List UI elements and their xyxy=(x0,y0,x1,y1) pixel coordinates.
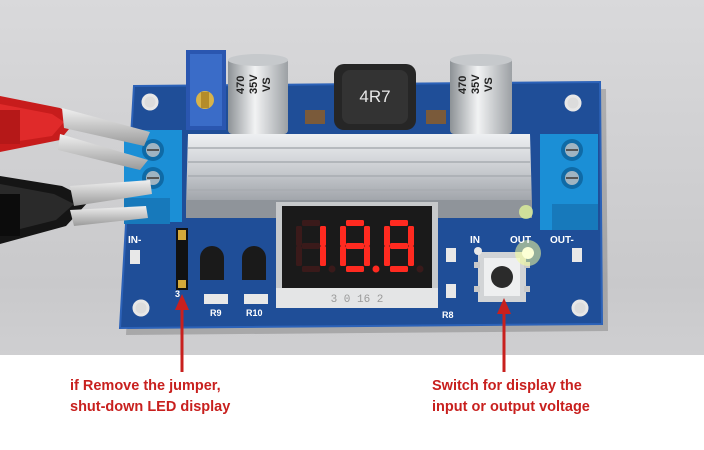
switch-annotation: Switch for display the input or output v… xyxy=(432,376,590,418)
label-out: OUT xyxy=(510,235,531,246)
digit-2-segment-e xyxy=(340,246,346,266)
inductor: 4R7 xyxy=(334,64,416,130)
digit-1-segment-d xyxy=(302,266,320,272)
capacitor-left-line3: VS xyxy=(261,77,273,92)
jumper-annotation-line1: if Remove the jumper, xyxy=(70,378,221,394)
capacitor-right-line2: 35V xyxy=(470,74,482,94)
arrow-to-switch xyxy=(497,298,511,372)
digit-2-segment-d xyxy=(346,266,364,272)
digit-1-segment-b xyxy=(320,226,326,246)
digit-3-segment-d xyxy=(390,266,408,272)
voltage-select-switch xyxy=(474,252,530,302)
digit-3-segment-g xyxy=(390,243,408,249)
digit-3-segment-b xyxy=(408,226,414,246)
digit-1-segment-f xyxy=(296,226,302,246)
capacitor-left-line2: 35V xyxy=(248,74,260,94)
inductor-label: 4R7 xyxy=(359,87,390,106)
digit-2-segment-a xyxy=(346,220,364,226)
in-indicator-led xyxy=(474,247,482,255)
digit-1-segment-e xyxy=(296,246,302,266)
digit-3-decimal-point xyxy=(416,265,424,273)
digit-2-segment-b xyxy=(364,226,370,246)
jumper-annotation-line2: shut-down LED display xyxy=(70,399,231,415)
output-terminal-block xyxy=(540,134,598,230)
label-out-minus: OUT- xyxy=(550,235,574,246)
label-r10: R10 xyxy=(246,308,263,318)
capacitor-right: 470 35V VS xyxy=(450,54,512,134)
capacitor-right-line1: 470 xyxy=(457,76,469,94)
mounting-holes xyxy=(132,93,589,317)
digit-3-segment-a xyxy=(390,220,408,226)
digit-1-decimal-point xyxy=(328,265,336,273)
transistor-r10 xyxy=(242,246,266,280)
switch-annotation-line2: input or output voltage xyxy=(432,399,590,415)
label-in-minus: IN- xyxy=(128,235,141,246)
digit-2-decimal-point xyxy=(372,265,380,273)
capacitor-left-line1: 470 xyxy=(235,76,247,94)
label-in: IN xyxy=(470,235,480,246)
label-r9: R9 xyxy=(210,308,222,318)
digit-1-segment-g xyxy=(302,243,320,249)
caption-area xyxy=(0,355,704,450)
digit-2-segment-g xyxy=(346,243,364,249)
digit-1-segment-a xyxy=(302,220,320,226)
black-wire xyxy=(0,194,20,236)
jumper-annotation: if Remove the jumper, shut-down LED disp… xyxy=(70,376,230,418)
display-readout xyxy=(296,220,424,273)
capacitor-left: 470 35V VS xyxy=(228,54,288,134)
input-terminal-block xyxy=(124,130,182,224)
digit-2-segment-f xyxy=(340,226,346,246)
red-wire xyxy=(0,110,20,144)
arrow-to-jumper xyxy=(175,294,189,372)
display-underside-text: 3 0 16 2 xyxy=(331,294,384,306)
display-jumper xyxy=(176,228,188,290)
digit-2-segment-c xyxy=(364,246,370,266)
digit-3-segment-e xyxy=(384,246,390,266)
digit-3-segment-c xyxy=(408,246,414,266)
seven-segment-display: 3 0 16 2 xyxy=(276,202,438,308)
jumper-marker-label: 3 xyxy=(175,289,180,299)
transistor-r9 xyxy=(200,246,224,280)
digit-3-segment-f xyxy=(384,226,390,246)
capacitor-right-line3: VS xyxy=(483,77,495,92)
label-r8: R8 xyxy=(442,310,454,320)
digit-1-segment-c xyxy=(320,246,326,266)
trimmer-potentiometer xyxy=(186,50,226,130)
switch-annotation-line1: Switch for display the xyxy=(432,378,582,394)
out-indicator-led xyxy=(522,247,534,259)
